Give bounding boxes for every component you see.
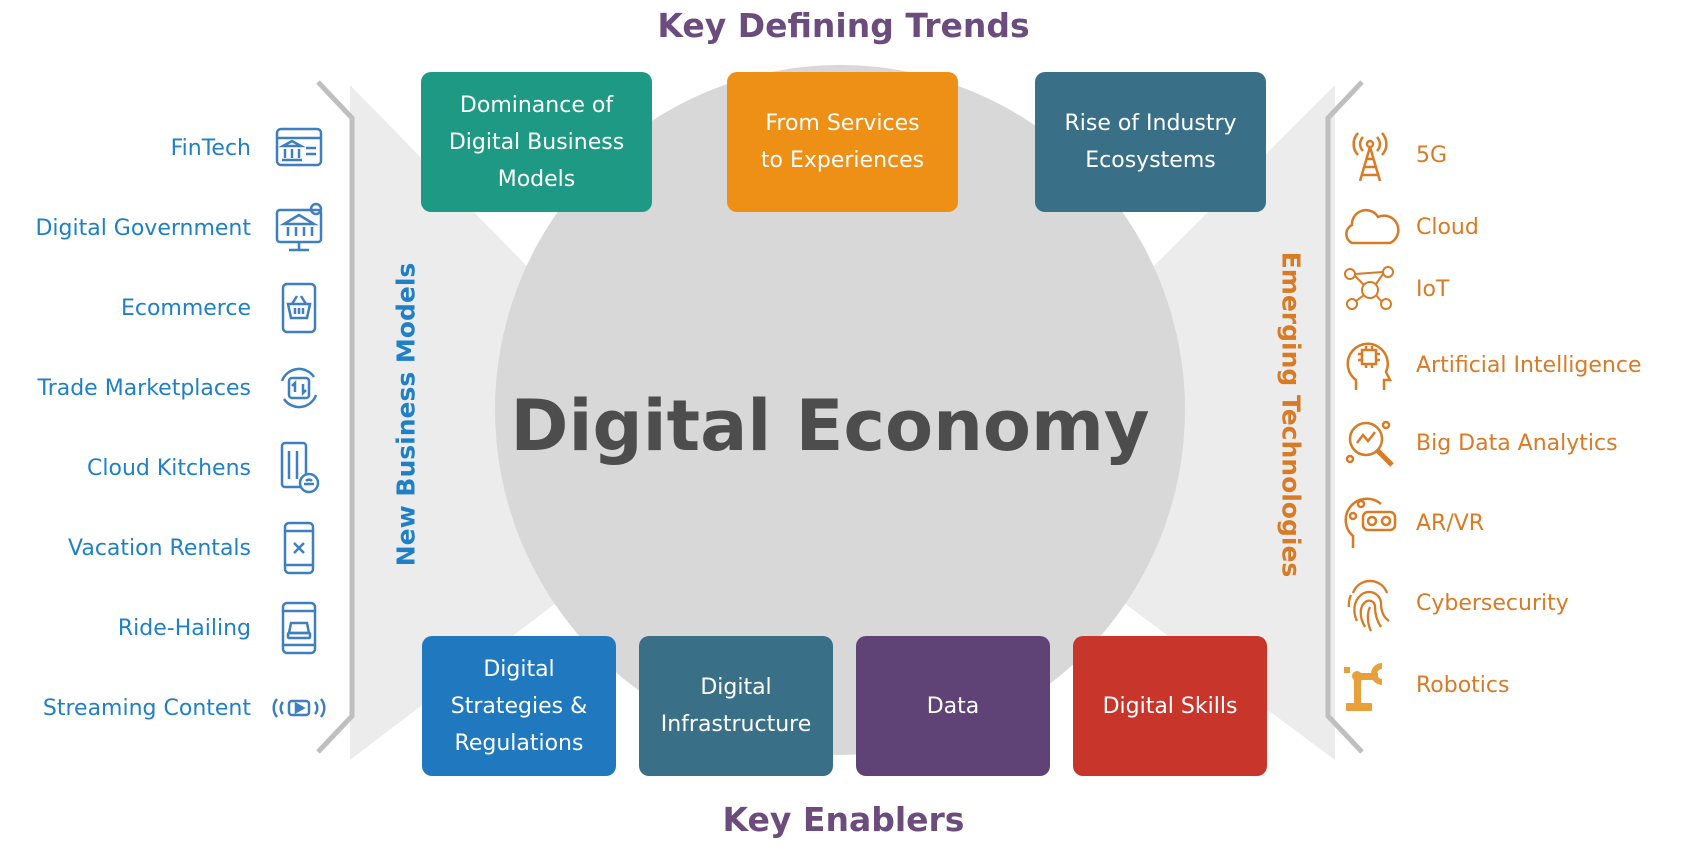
emerging-technologies-label: Emerging Technologies [1276,251,1306,578]
business-model-label: Streaming Content [42,695,251,721]
trend-box-industry-ecosystems: Rise of Industry Ecosystems [1035,72,1266,212]
trend-box-digital-business-models: Dominance of Digital Business Models [421,72,652,212]
business-model-label: Ride-Hailing [117,615,251,641]
fingerprint-icon [1338,575,1402,632]
technology-artificial-intelligence: Artificial Intelligence [1338,337,1698,393]
business-model-ride-hailing: Ride-Hailing [0,600,335,656]
digital-economy-title: Digital Economy [510,385,1150,467]
phone-x-icon [263,520,335,576]
technology-label: Robotics [1416,672,1510,698]
technology-label: Artificial Intelligence [1416,352,1642,378]
enabler-box-digital-skills: Digital Skills [1073,636,1267,776]
kitchen-phone-icon [263,440,335,496]
right-bracket [1325,80,1364,754]
antenna-tower-icon [1338,127,1402,183]
robot-arm-icon [1338,657,1402,713]
business-model-label: Vacation Rentals [68,535,251,561]
business-model-label: Ecommerce [120,295,251,321]
bank-browser-icon [263,120,335,176]
technology-cybersecurity: Cybersecurity [1338,575,1698,632]
vr-headset-icon [1338,495,1402,551]
technology-cloud: Cloud [1338,199,1698,255]
government-building-monitor-icon [263,200,335,256]
technology-iot: IoT [1338,261,1698,317]
business-model-ecommerce: Ecommerce [0,280,335,336]
technology-label: 5G [1416,142,1448,168]
business-model-label: Trade Marketplaces [37,375,251,401]
play-stream-icon [263,680,335,736]
business-model-digital-government: Digital Government [0,200,335,256]
business-model-trade-marketplaces: Trade Marketplaces [0,360,335,416]
technology-label: Cloud [1416,214,1479,240]
left-connector-wedge [350,85,560,760]
technology-big-data-analytics: Big Data Analytics [1338,415,1698,471]
car-phone-icon [263,600,335,656]
business-model-vacation-rentals: Vacation Rentals [0,520,335,576]
business-model-cloud-kitchens: Cloud Kitchens [0,440,335,496]
right-connector-wedge [1120,85,1335,760]
technology-robotics: Robotics [1338,657,1698,713]
technology-label: Cybersecurity [1416,590,1569,616]
technology-ar-vr: AR/VR [1338,495,1698,551]
cloud-icon [1338,199,1402,255]
left-bracket [316,80,355,754]
ai-head-chip-icon [1338,337,1402,393]
technology-label: Big Data Analytics [1416,430,1618,456]
new-business-models-label: New Business Models [391,262,421,567]
trend-box-services-to-experiences: From Services to Experiences [727,72,958,212]
business-model-label: Cloud Kitchens [87,455,251,481]
magnifier-chart-icon [1338,415,1402,471]
technology-5g: 5G [1338,127,1698,183]
exchange-cycle-icon [263,360,335,416]
shopping-basket-phone-icon [263,280,335,336]
business-model-fintech: FinTech [0,120,335,176]
technology-label: IoT [1416,276,1450,302]
business-model-streaming-content: Streaming Content [0,680,335,736]
technology-label: AR/VR [1416,510,1485,536]
enabler-box-data: Data [856,636,1050,776]
business-model-label: Digital Government [35,215,251,241]
business-model-label: FinTech [170,135,251,161]
network-nodes-icon [1338,261,1402,317]
key-defining-trends-heading: Key Defining Trends [657,6,1030,45]
enabler-box-strategies-regulations: Digital Strategies & Regulations [422,636,616,776]
key-enablers-heading: Key Enablers [722,800,965,839]
central-circle [495,65,1185,755]
enabler-box-digital-infrastructure: Digital Infrastructure [639,636,833,776]
